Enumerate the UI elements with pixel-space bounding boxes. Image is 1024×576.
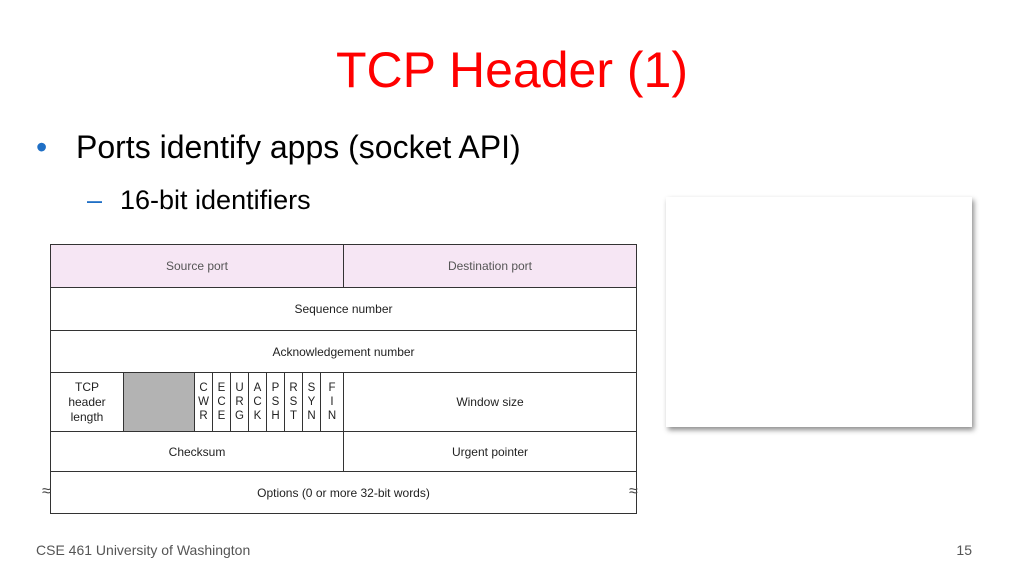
flag-letter: C — [253, 396, 262, 408]
flag-letter: C — [199, 382, 208, 394]
flag-letter: U — [235, 382, 244, 394]
urgent-pointer-field: Urgent pointer — [343, 431, 637, 472]
flag-letter: A — [253, 382, 262, 394]
reserved-bits-field — [123, 372, 195, 432]
flag-letter: K — [253, 410, 262, 422]
flag-letter: C — [217, 396, 226, 408]
flag-letter: E — [217, 410, 226, 422]
acknowledgement-number-field: Acknowledgement number — [50, 330, 637, 373]
checksum-field: Checksum — [50, 431, 344, 472]
flag-letter: R — [199, 410, 208, 422]
tcp-header-length-field: TCP header length — [50, 372, 124, 432]
flag-letter: P — [271, 382, 280, 394]
break-mark-icon: ≈ — [629, 483, 638, 500]
flag-letter: W — [198, 396, 209, 408]
break-mark-icon: ≈ — [42, 483, 51, 500]
flag-letter: S — [271, 396, 280, 408]
options-field: Options (0 or more 32-bit words) — [50, 471, 637, 514]
header-length-line: TCP — [75, 379, 99, 394]
tcp-header-diagram: Source port Destination port Sequence nu… — [42, 244, 638, 514]
bullet-item: • Ports identify apps (socket API) — [36, 127, 521, 167]
window-size-field: Window size — [343, 372, 637, 432]
destination-port-field: Destination port — [343, 244, 637, 288]
flag-letter: R — [235, 396, 244, 408]
slide-number: 15 — [956, 542, 972, 558]
flag-letter: N — [307, 410, 316, 422]
slide-title: TCP Header (1) — [336, 42, 688, 98]
flag-letter: G — [235, 410, 244, 422]
sub-bullet-text: 16-bit identifiers — [120, 185, 311, 215]
flag-letter: F — [328, 382, 336, 394]
footer-course: CSE 461 University of Washington — [36, 542, 251, 558]
flag-letter: H — [271, 410, 280, 422]
sub-bullet-marker: – — [87, 185, 103, 215]
flag-letter: I — [330, 396, 334, 408]
blank-callout-box — [666, 197, 972, 427]
flag-letter: E — [217, 382, 226, 394]
bullet-text: Ports identify apps (socket API) — [76, 129, 521, 165]
bullet-marker: • — [36, 129, 48, 165]
flag-letter: T — [289, 410, 298, 422]
sub-bullet-item: –16-bit identifiers — [87, 182, 311, 218]
source-port-field: Source port — [50, 244, 344, 288]
flag-letter: S — [307, 382, 316, 394]
header-length-line: header — [68, 394, 106, 409]
flag-letter: Y — [307, 396, 316, 408]
flag-letter: S — [289, 396, 298, 408]
sequence-number-field: Sequence number — [50, 287, 637, 331]
flag-letter: N — [327, 410, 337, 422]
header-length-line: length — [70, 409, 104, 424]
flag-letter: R — [289, 382, 298, 394]
